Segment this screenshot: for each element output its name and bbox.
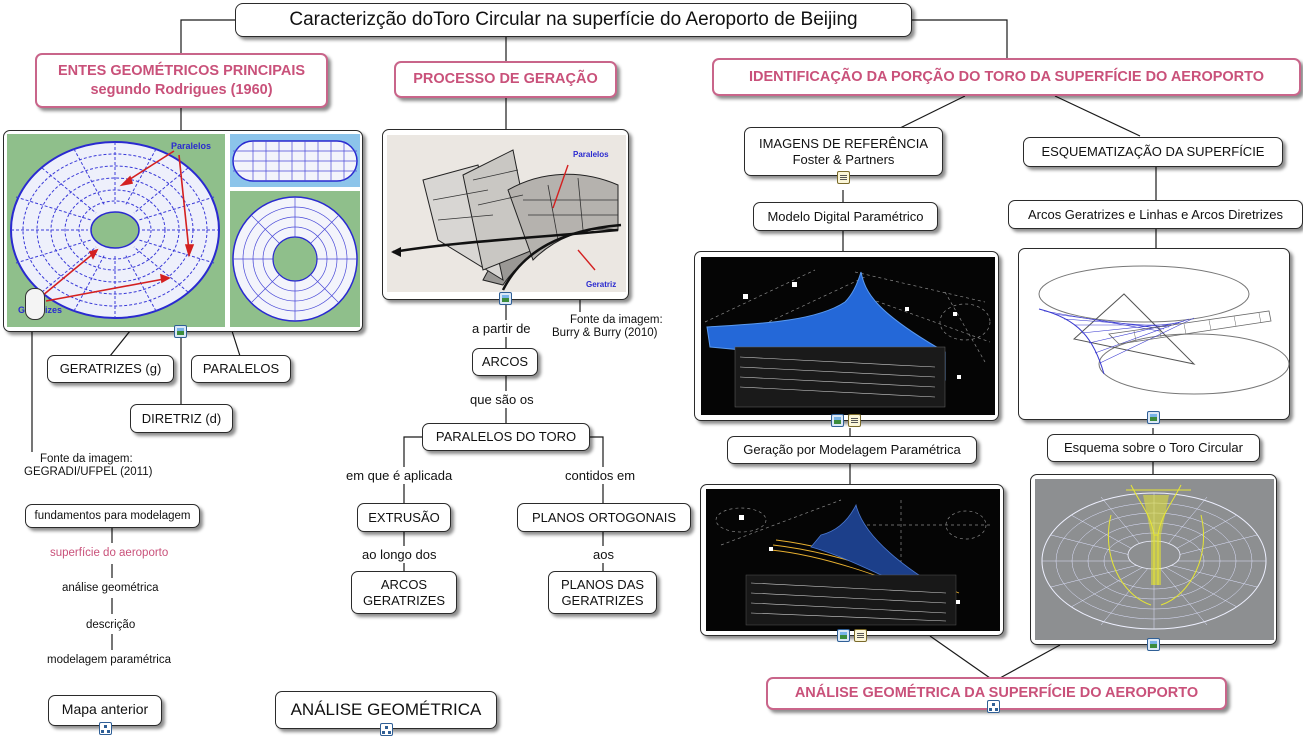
breadcrumb-fundamentos[interactable]: fundamentos para modelagem bbox=[25, 504, 200, 528]
torus-schema-render bbox=[1035, 479, 1274, 640]
process-image-source: Fonte da imagem: Burry & Burry (2010) bbox=[550, 313, 665, 341]
parametric-generation-note-icon[interactable] bbox=[854, 629, 867, 642]
link-que-sao-os: que são os bbox=[468, 391, 536, 408]
node-geracao-modelagem[interactable]: Geração por Modelagem Paramétrica bbox=[727, 436, 977, 464]
arcos-geratrizes-line1: ARCOS bbox=[380, 576, 428, 592]
node-extrusao[interactable]: EXTRUSÃO bbox=[357, 503, 451, 532]
node-paralelos-do-toro[interactable]: PARALELOS DO TORO bbox=[422, 423, 590, 451]
topic-processo-geracao[interactable]: PROCESSO DE GERAÇÃO bbox=[394, 61, 617, 98]
node-esquematizacao[interactable]: ESQUEMATIZAÇÃO DA SUPERFÍCIE bbox=[1023, 137, 1283, 167]
parametric-model-image-icon[interactable] bbox=[831, 414, 844, 427]
topic-entes-line1: ENTES GEOMÉTRICOS PRINCIPAIS bbox=[57, 62, 306, 79]
node-planos-ortogonais[interactable]: PLANOS ORTOGONAIS bbox=[517, 503, 691, 532]
analise-superficie-map-icon[interactable] bbox=[987, 700, 1000, 713]
process-source-line1: Fonte da imagem: bbox=[570, 314, 663, 326]
breadcrumb-analise[interactable]: análise geométrica bbox=[60, 581, 161, 596]
node-geratrizes[interactable]: GERATRIZES (g) bbox=[47, 355, 174, 383]
map-title[interactable]: Caracterizção doToro Circular na superfí… bbox=[235, 3, 912, 37]
parametric-generation-render bbox=[706, 489, 1000, 631]
imagens-referencia-line1: IMAGENS DE REFERÊNCIA bbox=[758, 135, 929, 151]
torus-image-source: Fonte da imagem: GEGRADI/UFPEL (2011) bbox=[22, 452, 155, 480]
node-arcos-geratrizes[interactable]: ARCOS GERATRIZES bbox=[351, 571, 457, 614]
torus-image-node[interactable]: Paralelos Geratrizes bbox=[3, 130, 363, 332]
topic-identificacao[interactable]: IDENTIFICAÇÃO DA PORÇÃO DO TORO DA SUPER… bbox=[712, 58, 1301, 96]
parametric-model-image-node[interactable] bbox=[694, 251, 999, 421]
process-source-line2: Burry & Burry (2010) bbox=[552, 327, 658, 339]
node-paralelos[interactable]: PARALELOS bbox=[191, 355, 291, 383]
node-diretriz[interactable]: DIRETRIZ (d) bbox=[130, 404, 233, 433]
link-handle[interactable] bbox=[25, 288, 45, 320]
link-a-partir-de: a partir de bbox=[470, 320, 533, 337]
torus-schema-image-node[interactable] bbox=[1030, 474, 1277, 645]
torus-source-line2: GEGRADI/UFPEL (2011) bbox=[24, 466, 153, 478]
breadcrumb-modelagem[interactable]: modelagem paramétrica bbox=[45, 653, 174, 668]
link-em-que-e-aplicada: em que é aplicada bbox=[344, 467, 455, 484]
topic-entes-line2: segundo Rodrigues (1960) bbox=[90, 81, 273, 98]
schematic-image-icon[interactable] bbox=[1147, 411, 1160, 424]
node-arcos-linhas[interactable]: Arcos Geratrizes e Linhas e Arcos Diretr… bbox=[1008, 200, 1303, 229]
analise-geometrica-map-icon[interactable] bbox=[380, 723, 393, 736]
process-image-icon[interactable] bbox=[499, 292, 512, 305]
node-modelo-digital[interactable]: Modelo Digital Paramétrico bbox=[753, 202, 938, 231]
link-contidos-em: contidos em bbox=[563, 467, 638, 484]
process-illustration: Paralelos Geratriz bbox=[387, 135, 626, 292]
mapa-anterior-button[interactable]: Mapa anterior bbox=[48, 695, 162, 726]
topic-entes-geometricos[interactable]: ENTES GEOMÉTRICOS PRINCIPAIS segundo Rod… bbox=[35, 53, 328, 108]
torus-illustration: Paralelos Geratrizes bbox=[7, 134, 360, 327]
parametric-model-note-icon[interactable] bbox=[848, 414, 861, 427]
mapa-anterior-map-icon[interactable] bbox=[99, 722, 112, 735]
image-attachment-icon[interactable] bbox=[174, 325, 187, 338]
link-ao-longo-dos: ao longo dos bbox=[360, 546, 439, 563]
parametric-model-render bbox=[701, 257, 995, 415]
analise-geometrica-button[interactable]: ANÁLISE GEOMÉTRICA bbox=[275, 691, 497, 729]
schematic-image-node[interactable] bbox=[1018, 248, 1290, 420]
imagens-referencia-line2: Foster & Partners bbox=[792, 151, 895, 167]
torus-source-line1: Fonte da imagem: bbox=[40, 453, 133, 465]
breadcrumb-superficie[interactable]: superfície do aeroporto bbox=[48, 546, 171, 561]
parametric-generation-image-node[interactable] bbox=[700, 484, 1004, 636]
process-image-node[interactable]: Paralelos Geratriz bbox=[382, 129, 629, 300]
paralelos-label: Paralelos bbox=[171, 141, 211, 151]
node-arcos[interactable]: ARCOS bbox=[472, 348, 538, 376]
node-imagens-referencia[interactable]: IMAGENS DE REFERÊNCIA Foster & Partners bbox=[744, 127, 943, 176]
schematic-drawing bbox=[1023, 253, 1290, 417]
planos-geratrizes-line1: PLANOS DAS bbox=[560, 576, 645, 592]
link-aos: aos bbox=[591, 546, 616, 563]
arcos-geratrizes-line2: GERATRIZES bbox=[362, 592, 446, 608]
node-esquema-toro[interactable]: Esquema sobre o Toro Circular bbox=[1047, 434, 1260, 462]
node-planos-das-geratrizes[interactable]: PLANOS DAS GERATRIZES bbox=[548, 571, 657, 614]
process-geratriz-label: Geratriz bbox=[586, 280, 616, 289]
process-paralelos-label: Paralelos bbox=[573, 150, 609, 159]
planos-geratrizes-line2: GERATRIZES bbox=[561, 592, 644, 608]
imagens-referencia-note-icon[interactable] bbox=[837, 171, 850, 184]
torus-schema-image-icon[interactable] bbox=[1147, 638, 1160, 651]
parametric-generation-image-icon[interactable] bbox=[837, 629, 850, 642]
breadcrumb-descricao[interactable]: descrição bbox=[84, 618, 138, 633]
